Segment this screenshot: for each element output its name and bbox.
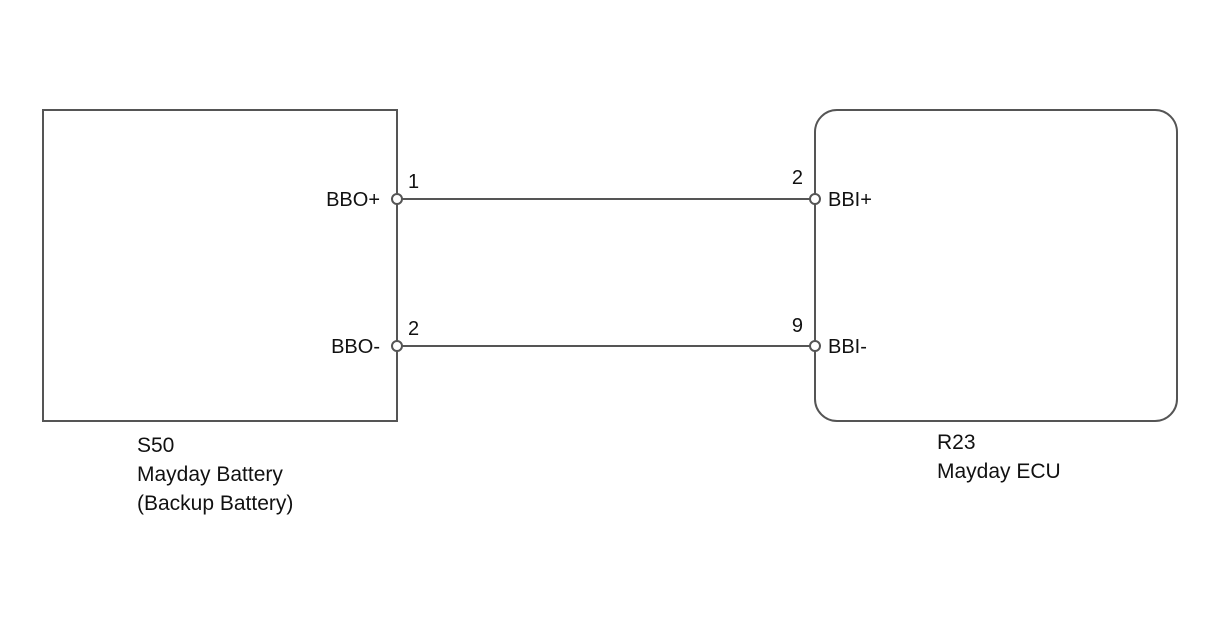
pin-number-2-right: 2	[792, 167, 803, 189]
battery-subname: (Backup Battery)	[137, 492, 293, 515]
terminal-bbo-plus	[391, 193, 403, 205]
terminal-bbi-plus	[809, 193, 821, 205]
ecu-name: Mayday ECU	[937, 460, 1061, 483]
battery-name: Mayday Battery	[137, 463, 283, 486]
terminal-bbi-minus	[809, 340, 821, 352]
battery-code: S50	[137, 434, 174, 457]
terminal-bbo-minus	[391, 340, 403, 352]
battery-box	[42, 109, 398, 422]
ecu-code: R23	[937, 431, 976, 454]
pin-number-9-right: 9	[792, 315, 803, 337]
pin-number-1-left: 1	[408, 171, 419, 193]
ecu-box	[814, 109, 1178, 422]
pin-label-bbi-minus: BBI-	[828, 336, 867, 358]
pin-label-bbo-plus: BBO+	[326, 189, 380, 211]
pin-label-bbo-minus: BBO-	[331, 336, 380, 358]
pin-label-bbi-plus: BBI+	[828, 189, 872, 211]
pin-number-2-left: 2	[408, 318, 419, 340]
